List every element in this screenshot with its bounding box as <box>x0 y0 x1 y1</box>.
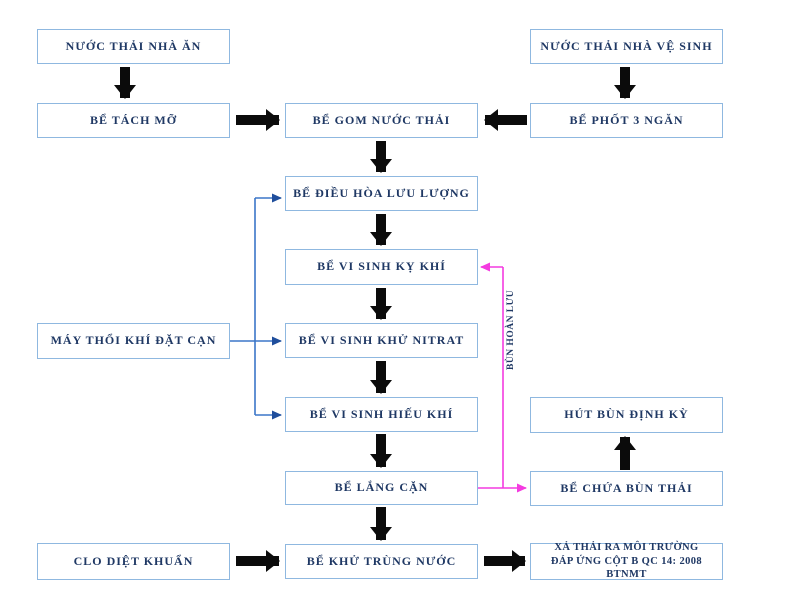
line-sludge-recirculation <box>478 267 504 489</box>
discharge-text-line1: XẢ THẢI RA MÔI TRƯỜNG <box>554 542 699 554</box>
node-periodic-sludge-removal: HÚT BÙN ĐỊNH KỲ <box>530 397 723 433</box>
node-discharge: XẢ THẢI RA MÔI TRƯỜNG ĐÁP ỨNG CỘT B QC 1… <box>530 542 723 581</box>
node-grease-trap: BỂ TÁCH MỠ <box>37 103 230 138</box>
node-chlorine-disinfection: CLO DIỆT KHUẨN <box>37 543 230 580</box>
node-collection-tank: BỂ GOM NƯỚC THẢI <box>285 103 478 138</box>
node-anaerobic-tank: BỂ VI SINH KỴ KHÍ <box>285 249 478 285</box>
node-sedimentation-tank: BỂ LẮNG CẶN <box>285 471 478 505</box>
node-sludge-tank: BỂ CHỨA BÙN THẢI <box>530 471 723 506</box>
node-septic-tank: BỂ PHỐT 3 NGĂN <box>530 103 723 138</box>
node-equalization-tank: BỂ ĐIỀU HÒA LƯU LƯỢNG <box>285 176 478 211</box>
node-toilet-wastewater: NƯỚC THẢI NHÀ VỆ SINH <box>530 29 723 64</box>
node-aerobic-tank: BỂ VI SINH HIẾU KHÍ <box>285 397 478 432</box>
line-blower-manifold <box>230 198 256 415</box>
discharge-text-line2: ĐÁP ỨNG CỘT B QC 14: 2008 BTNMT <box>550 555 703 581</box>
node-air-blower: MÁY THỔI KHÍ ĐẶT CẠN <box>37 323 230 359</box>
node-denitrification-tank: BỂ VI SINH KHỬ NITRAT <box>285 323 478 358</box>
sludge-recirculation-label: BÙN HOÀN LƯU <box>506 289 516 370</box>
node-kitchen-wastewater: NƯỚC THẢI NHÀ ĂN <box>37 29 230 64</box>
node-disinfection-tank: BỂ KHỬ TRÙNG NƯỚC <box>285 544 478 579</box>
